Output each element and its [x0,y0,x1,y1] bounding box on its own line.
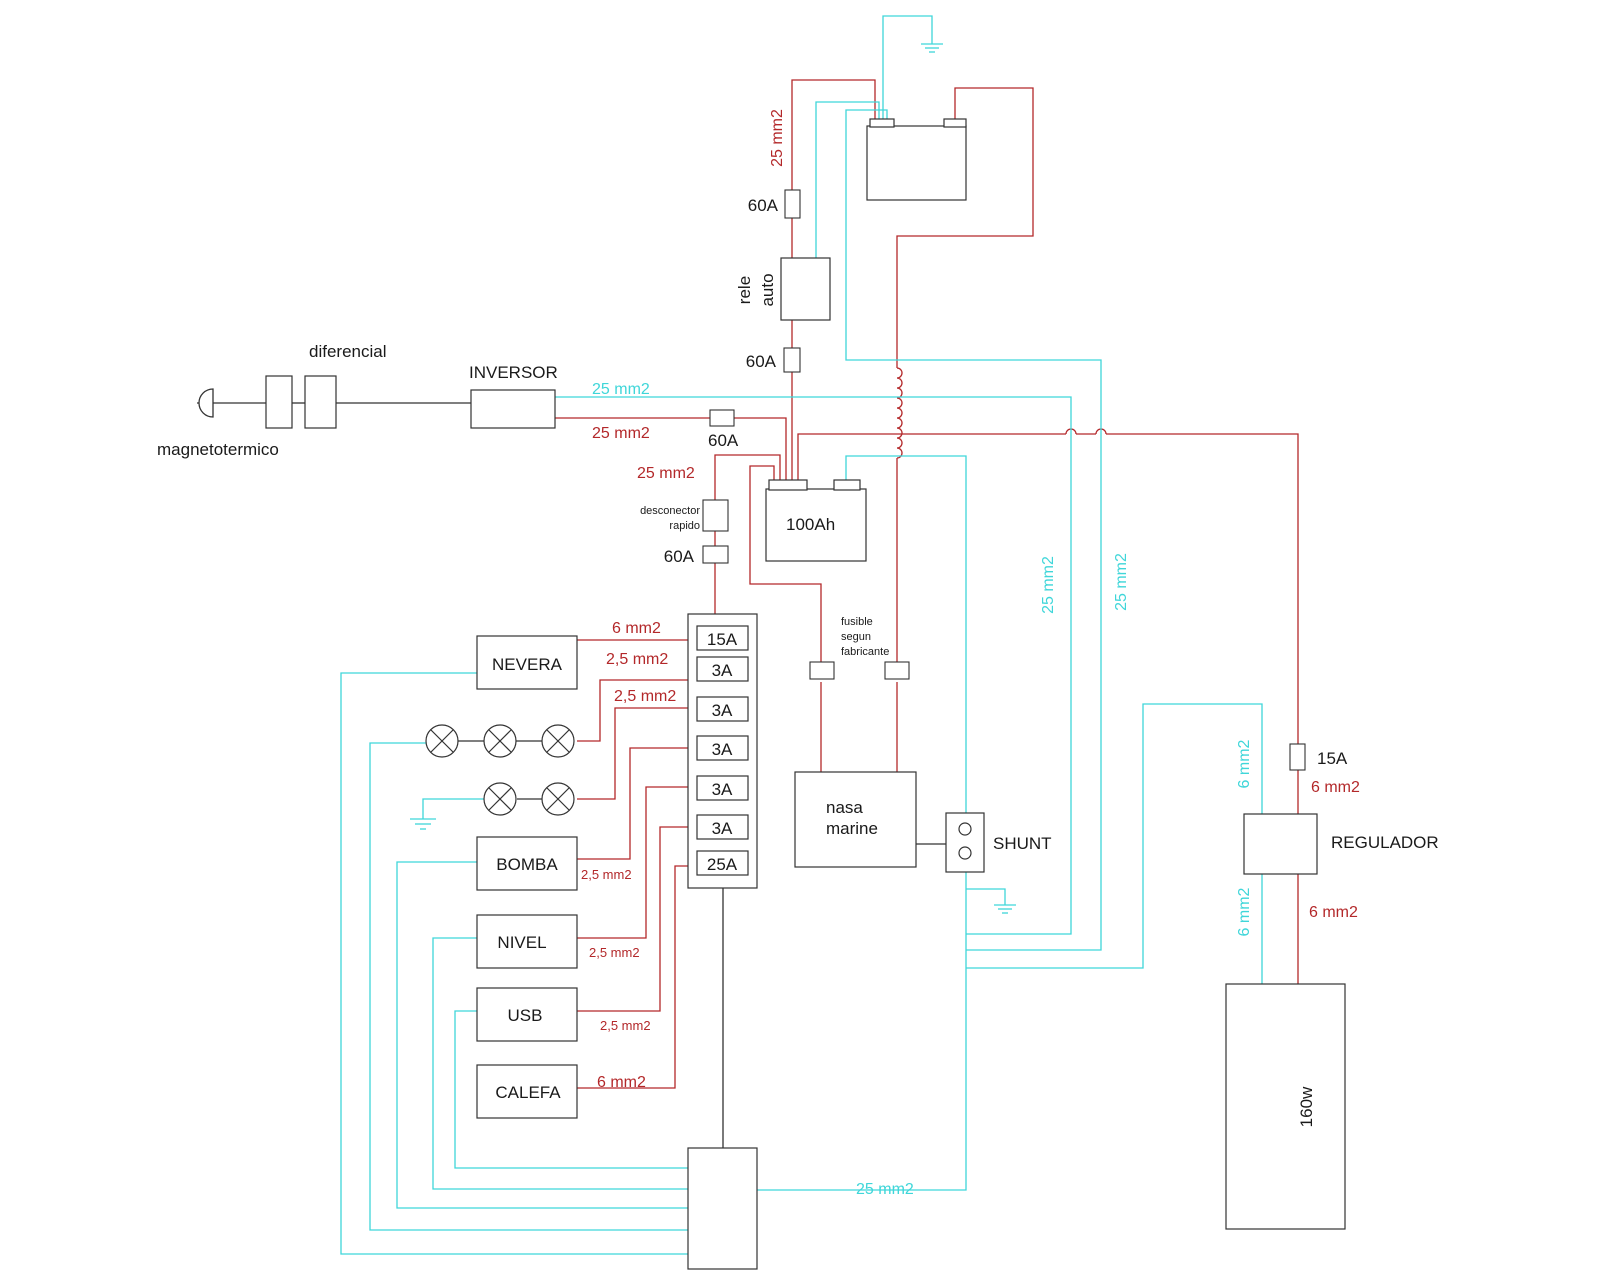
bomba-box [476,836,578,891]
nivel-box [476,914,578,969]
fuse-panel-value: 25A [707,855,738,874]
wire-label: 25 mm2 [1113,553,1130,611]
nasa-marine-box [794,771,917,868]
wire-label: 6 mm2 [612,620,661,637]
wire-label: 2,5 mm2 [614,688,676,705]
lamp-icon [425,724,459,758]
inversor-box [470,389,556,429]
panel-160w-box [1225,983,1346,1230]
wire-label: 2,5 mm2 [581,867,632,882]
rele-label: rele [735,276,754,304]
fuse-regulador [1289,743,1306,771]
fuse-panel-slot [696,656,749,682]
wire-label: 6 mm2 [1309,904,1358,921]
magnetotermico-label: magnetotermico [157,440,279,459]
fuse-panel-value: 3A [712,701,733,720]
wire-label: 6 mm2 [1236,739,1253,788]
fuse-alt-top [784,189,801,219]
wire-label: 25 mm2 [1040,556,1057,614]
fuse-panel-value: 15A [707,630,738,649]
marine-label: marine [826,819,878,838]
rele-auto-box [780,257,831,321]
fuse-alt-bottom [783,347,801,373]
rapido-label: rapido [669,520,700,532]
lamp-icon [483,782,517,816]
nevera-box [476,635,578,690]
shunt-label: SHUNT [993,834,1052,853]
fuse-inversor [709,409,735,427]
desconector-label: desconector [640,505,700,517]
fuse-regulador-label: 15A [1317,749,1348,768]
calefa-box [476,1064,578,1119]
shunt-box [945,812,985,873]
ground-icon [921,43,943,53]
fuse-panel-slot [696,625,749,651]
lamp-icon [541,724,575,758]
fabricante-label: fabricante [841,646,889,658]
regulador-box [1243,813,1318,875]
fuse-panel-value: 3A [712,740,733,759]
auto-label: auto [758,273,777,306]
wire-label: 2,5 mm2 [606,651,668,668]
ground-icon [410,818,436,830]
wire-label: 25 mm2 [592,425,650,442]
fuse-main-label: 60A [664,547,695,566]
fuse-panel [687,613,758,889]
wire-label: 25 mm2 [637,465,695,482]
panel-label: 160w [1297,1086,1316,1127]
neutral-wires [197,402,946,1148]
battery-100ah-label: 100Ah [786,515,835,534]
magnetotermico-box [265,375,293,429]
fuse-main [702,545,729,564]
fuse-panel-slot [696,735,749,761]
fuse-inversor-label: 60A [708,431,739,450]
lamp-icon [483,724,517,758]
desconector-rapido [702,499,729,532]
wire-label: 2,5 mm2 [589,945,640,960]
fuse-panel-value: 3A [712,780,733,799]
nevera-label: NEVERA [492,655,563,674]
fuse-panel-slot [696,814,749,840]
wire-label: 2,5 mm2 [600,1018,651,1033]
diferencial-box [304,375,337,429]
wire-label: 25 mm2 [856,1181,914,1198]
usb-label: USB [508,1006,543,1025]
lamp-icon [541,782,575,816]
bomba-label: BOMBA [496,855,558,874]
ground-icon [994,904,1016,914]
wire-label: 6 mm2 [1311,779,1360,796]
fusible-label: fusible [841,616,873,628]
fuse-panel-value: 3A [712,661,733,680]
segun-label: segun [841,631,871,643]
fuse-panel-slot [696,696,749,722]
socket-icon [198,388,214,418]
wire-label: 6 mm2 [1236,887,1253,936]
starter-battery [866,118,967,201]
wire-label: 6 mm2 [597,1074,646,1091]
fuse-panel-value: 3A [712,819,733,838]
fuse-alt-bottom-label: 60A [746,352,777,371]
negative-wires [340,15,1263,1255]
fuse-nasa-right [884,661,910,680]
fuse-alt-top-label: 60A [748,196,779,215]
wire-label: 25 mm2 [592,381,650,398]
wire-label: 25 mm2 [769,109,786,167]
fuse-panel-slot [696,850,749,876]
fuse-nasa-left [809,661,835,680]
regulador-label: REGULADOR [1331,833,1439,852]
inversor-label: INVERSOR [469,363,558,382]
house-battery [765,479,867,562]
usb-box [476,987,578,1042]
nivel-label: NIVEL [497,933,546,952]
negative-bus-box [687,1147,758,1270]
calefa-label: CALEFA [495,1083,561,1102]
positive-wires [555,79,1299,1089]
fuse-panel-slot [696,775,749,801]
diferencial-label: diferencial [309,342,387,361]
nasa-label: nasa [826,798,863,817]
